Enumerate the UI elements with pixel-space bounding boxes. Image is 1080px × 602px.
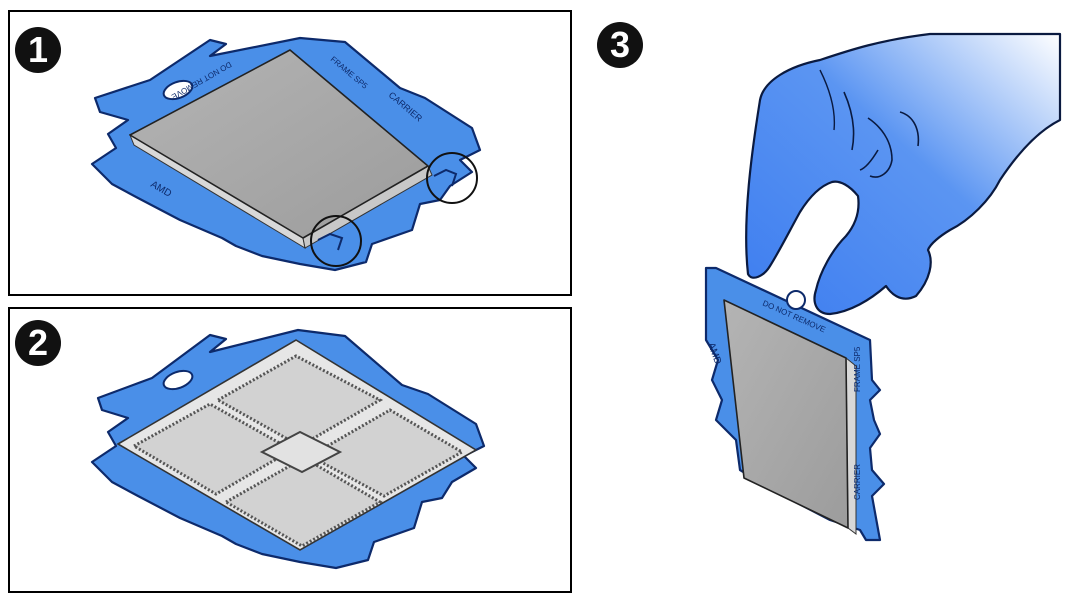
hand-lifting-processor: AMD DO NOT REMOVE FRAME SP5 CARRIER <box>704 32 1062 542</box>
hand-icon <box>745 32 1062 316</box>
frame-label-carrier: CARRIER <box>853 464 862 500</box>
center-pad <box>259 430 343 474</box>
step-number-3: 3 <box>597 22 643 68</box>
contact-quadrant <box>222 456 384 548</box>
processor-lid <box>129 49 429 239</box>
frame-hole <box>162 79 194 101</box>
processor-underside <box>90 328 486 570</box>
contact-quadrant <box>214 354 384 448</box>
frame-hole <box>786 290 806 310</box>
carrier-frame-with-processor: AMD DO NOT REMOVE CARRIER FRAME SP5 <box>90 36 482 272</box>
contact-quadrant <box>306 408 466 498</box>
step-number-2: 2 <box>15 320 61 366</box>
frame-hole <box>162 369 194 391</box>
step-number-1: 1 <box>15 27 61 73</box>
frame-label-frame: FRAME SP5 <box>853 346 862 392</box>
processor-lid <box>723 299 849 529</box>
callout-circle-icon <box>310 215 362 267</box>
callout-circle-icon <box>426 152 478 204</box>
